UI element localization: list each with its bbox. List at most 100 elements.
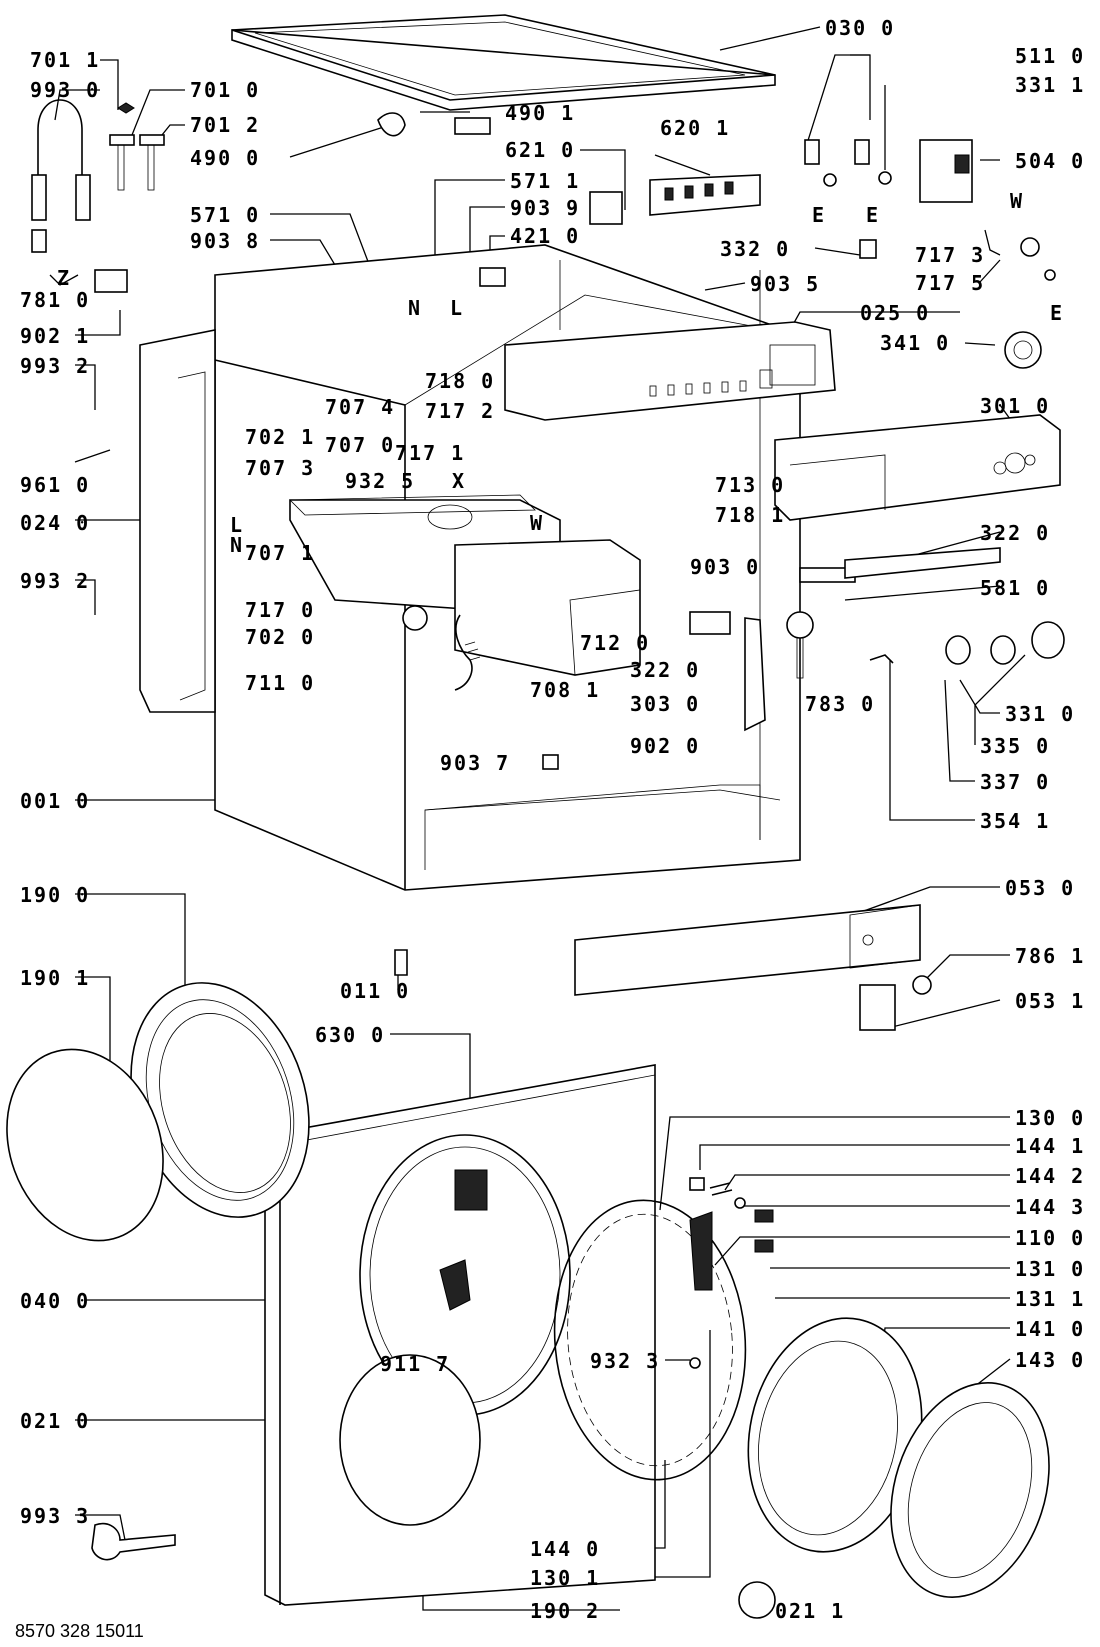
callout-label: 707 3 (245, 456, 315, 480)
callout-label: 717 1 (395, 441, 465, 465)
callout-label: 021 0 (20, 1409, 90, 1433)
callout-label: 702 1 (245, 425, 315, 449)
marker-e: E (866, 203, 878, 227)
callout-label: 993 2 (20, 569, 90, 593)
callout-label: 341 0 (880, 331, 950, 355)
control-panel-part (504, 321, 836, 421)
callout-label: 711 0 (245, 671, 315, 695)
callout-label: 332 0 (720, 237, 790, 261)
callout-label: 141 0 (1015, 1317, 1085, 1341)
callout-label: 961 0 (20, 473, 90, 497)
callout-label: 903 5 (750, 272, 820, 296)
marker-l: L (230, 513, 242, 537)
callout-label: 718 1 (715, 503, 785, 527)
small-components (31, 99, 1065, 1619)
callout-label: 707 1 (245, 541, 315, 565)
callout-label: 708 1 (530, 678, 600, 702)
callout-label: 783 0 (805, 692, 875, 716)
callout-label: 701 2 (190, 113, 260, 137)
callout-label: 024 0 (20, 511, 90, 535)
callout-label: 630 0 (315, 1023, 385, 1047)
callout-label: 717 0 (245, 598, 315, 622)
callout-label: 025 0 (860, 301, 930, 325)
door-glass-part (747, 1317, 1050, 1598)
callout-label: 322 0 (630, 658, 700, 682)
callout-label: 190 1 (20, 966, 90, 990)
callout-label: 993 3 (20, 1504, 90, 1528)
callout-label: 718 0 (425, 369, 495, 393)
callout-label: 190 0 (20, 883, 90, 907)
callout-label: 303 0 (630, 692, 700, 716)
callout-label: 993 0 (30, 78, 100, 102)
detergent-dispenser-part (289, 494, 641, 676)
callout-label: 490 1 (505, 101, 575, 125)
callout-label: 331 1 (1015, 73, 1085, 97)
side-panel-part (139, 329, 216, 713)
callout-label: 143 0 (1015, 1348, 1085, 1372)
callout-label: 903 0 (690, 555, 760, 579)
callout-label: 337 0 (980, 770, 1050, 794)
callout-label: 911 7 (380, 1352, 450, 1376)
door-seal-part (6, 982, 310, 1242)
marker-x: X (452, 469, 464, 493)
callout-label: 490 0 (190, 146, 260, 170)
front-panel-part (264, 1064, 656, 1606)
marker-w: W (1010, 189, 1023, 213)
callout-label: 902 1 (20, 324, 90, 348)
callout-label: 902 0 (630, 734, 700, 758)
callout-label: 131 1 (1015, 1287, 1085, 1311)
fascia-panel-part (774, 414, 1061, 521)
callout-label: 993 2 (20, 354, 90, 378)
panel-buttons (649, 380, 747, 397)
callout-label: 144 2 (1015, 1164, 1085, 1188)
callout-label: 040 0 (20, 1289, 90, 1313)
callout-label: 021 1 (775, 1599, 845, 1623)
callout-label: 131 0 (1015, 1257, 1085, 1281)
callout-label: 932 3 (590, 1349, 660, 1373)
callout-label: 571 1 (510, 169, 580, 193)
callout-labels: 030 0 511 0 331 1 504 0 701 1 993 0 701 … (20, 16, 1085, 1623)
marker-w: W (530, 511, 543, 535)
callout-label: 932 5 (345, 469, 415, 493)
marker-n: N (408, 296, 420, 320)
callout-label: 011 0 (340, 979, 410, 1003)
bottom-trim-part (574, 904, 932, 1031)
callout-label: 717 5 (915, 271, 985, 295)
relay-blocks (664, 181, 734, 201)
callout-label: 781 0 (20, 288, 90, 312)
callout-label: 504 0 (1015, 149, 1085, 173)
callout-label: 717 3 (915, 243, 985, 267)
callout-label: 130 1 (530, 1566, 600, 1590)
callout-label: 053 1 (1015, 989, 1085, 1013)
document-id: 8570 328 15011 (15, 1621, 144, 1641)
marker-n: N (230, 533, 242, 557)
top-cover-part (231, 14, 776, 111)
callout-label: 571 0 (190, 203, 260, 227)
callout-label: 903 7 (440, 751, 510, 775)
callout-label: 511 0 (1015, 44, 1085, 68)
callout-label: 581 0 (980, 576, 1050, 600)
callout-label: 903 8 (190, 229, 260, 253)
hose-part (454, 614, 481, 691)
callout-label: 701 1 (30, 48, 100, 72)
marker-z: Z (57, 266, 69, 290)
callout-label: 701 0 (190, 78, 260, 102)
callout-label: 030 0 (825, 16, 895, 40)
marker-l: L (450, 296, 462, 320)
callout-label: 144 1 (1015, 1134, 1085, 1158)
callout-label: 713 0 (715, 473, 785, 497)
callout-label: 354 1 (980, 809, 1050, 833)
callout-label: 621 0 (505, 138, 575, 162)
callout-label: 620 1 (660, 116, 730, 140)
marker-e: E (1050, 301, 1062, 325)
callout-label: 322 0 (980, 521, 1050, 545)
door-frame-part (553, 1199, 774, 1481)
callout-label: 144 0 (530, 1537, 600, 1561)
callout-label: 301 0 (980, 394, 1050, 418)
callout-label: 110 0 (1015, 1226, 1085, 1250)
callout-label: 335 0 (980, 734, 1050, 758)
callout-label: 144 3 (1015, 1195, 1085, 1219)
callout-label: 707 0 (325, 433, 395, 457)
callout-label: 001 0 (20, 789, 90, 813)
